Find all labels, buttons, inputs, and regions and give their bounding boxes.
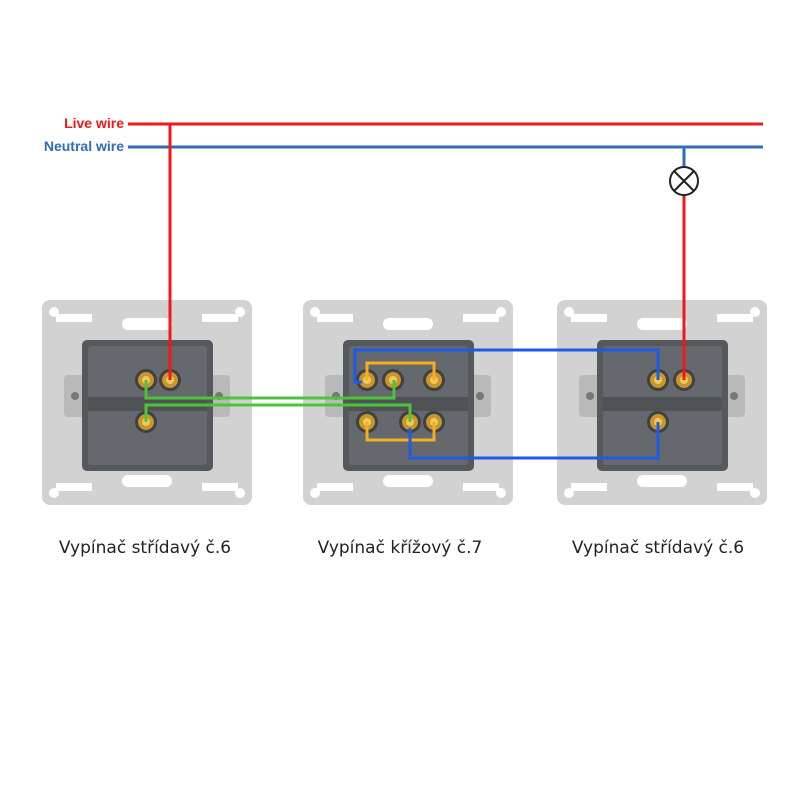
switch-1-label: Vypínač střídavý č.6	[58, 538, 232, 558]
bridge-wire-yellow-bottom	[365, 422, 436, 442]
neutral-wire-label: Neutral wire	[43, 138, 124, 154]
bridge-wire-yellow-top	[365, 361, 436, 380]
lamp-icon	[669, 166, 699, 196]
switch-3-label: Vypínač střídavý č.6	[571, 538, 745, 558]
switch-3-body	[557, 300, 767, 505]
traveler-wire-green-1	[144, 380, 396, 400]
traveler-wire-blue-1	[353, 348, 660, 384]
switch-2-body	[303, 300, 513, 505]
switch-1-body	[42, 300, 252, 505]
traveler-wire-green-2	[144, 403, 412, 422]
live-wire-label: Live wire	[64, 115, 124, 131]
switch-2-label: Vypínač křížový č.7	[317, 538, 483, 558]
traveler-wire-blue-2	[408, 422, 660, 460]
